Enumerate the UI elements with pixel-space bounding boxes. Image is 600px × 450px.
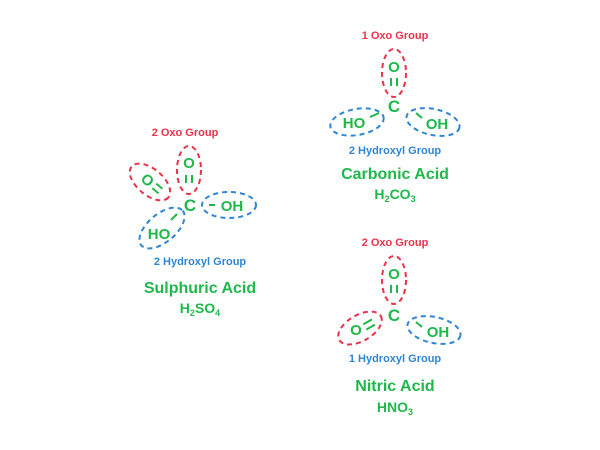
nitric-oxo-left: O (337, 310, 383, 346)
center-atom: C (388, 306, 400, 325)
hydroxyl-ellipse (138, 206, 186, 250)
oxo-ellipse (128, 162, 172, 202)
carbonic-acid-name: Carbonic Acid (341, 166, 449, 183)
oxo-ellipse (176, 145, 202, 195)
nitric-hydroxyl-right: OH (406, 315, 462, 345)
hydroxyl-atom: HO (343, 115, 366, 132)
sulphuric-hydroxyl-right: OH (201, 191, 257, 219)
formula-part: HNO (376, 399, 409, 415)
sulphuric-oxo-top: O (176, 145, 202, 195)
formula-part: H (374, 186, 385, 202)
sulphuric-hydroxyl-label: 2 Hydroxyl Group (153, 256, 247, 268)
oxo-ellipse (337, 310, 383, 346)
hydroxyl-atom: OH (427, 324, 450, 341)
nitric-acid-name: Nitric Acid (355, 378, 435, 395)
hydroxyl-ellipse (329, 107, 385, 137)
formula-subscript: 2 (189, 308, 195, 318)
nitric-formula: HNO3 (345, 399, 445, 417)
carbonic-hydroxyl-right: OH (405, 107, 461, 137)
nitric-hydroxyl-label: 1 Hydroxyl Group (348, 353, 442, 365)
hydroxyl-ellipse (201, 191, 257, 219)
formula-subscript: 3 (410, 194, 416, 204)
formula-subscript: 4 (215, 308, 221, 318)
oxygen-atom: O (388, 59, 400, 76)
oxygen-atom: O (350, 322, 362, 339)
oxygen-atom: O (388, 266, 400, 283)
center-atom: C (184, 196, 196, 215)
formula-part: CO (389, 186, 411, 202)
hydroxyl-ellipse (406, 315, 462, 345)
carbonic-hydroxyl-label: 2 Hydroxyl Group (348, 145, 442, 157)
formula-subscript: 2 (384, 194, 390, 204)
sulphuric-acid-name: Sulphuric Acid (143, 280, 257, 297)
carbonic-formula: H2CO3 (345, 186, 445, 204)
hydroxyl-ellipse (405, 107, 461, 137)
carbonic-oxo-top: O (381, 48, 407, 98)
formula-part: H (179, 300, 190, 316)
carbonic-oxo-label: 1 Oxo Group (361, 30, 429, 42)
hydroxyl-atom: OH (426, 116, 449, 133)
oxo-ellipse (381, 48, 407, 98)
nitric-oxo-top: O (381, 255, 407, 305)
formula-part: SO (194, 300, 216, 316)
oxo-ellipse (381, 255, 407, 305)
formula-subscript: 3 (408, 407, 414, 417)
oxygen-atom: O (183, 155, 195, 172)
nitric-oxo-label: 2 Oxo Group (361, 237, 429, 249)
sulphuric-oxo-left (128, 162, 172, 202)
sulphuric-oxo-label: 2 Oxo Group (151, 127, 219, 139)
hydroxyl-atom: HO (148, 226, 171, 243)
hydroxyl-atom: OH (221, 198, 244, 215)
center-atom: C (388, 97, 400, 116)
carbonic-hydroxyl-left: HO (329, 107, 385, 137)
sulphuric-formula: H2SO4 (150, 300, 250, 318)
